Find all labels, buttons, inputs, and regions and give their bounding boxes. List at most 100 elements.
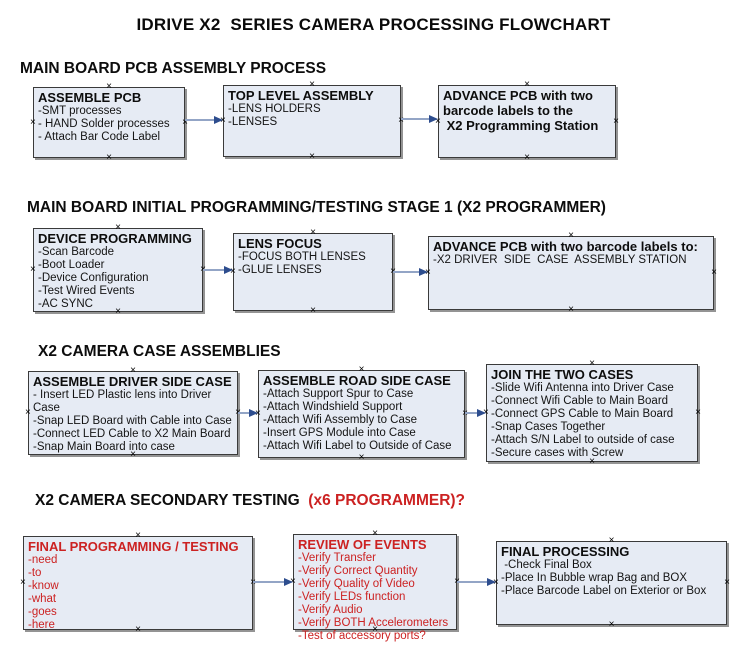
flow-step-item: -Connect GPS Cable to Main Board <box>491 408 674 420</box>
connection-point-icon: × <box>106 152 112 163</box>
flow-step-item: -LENS HOLDERS <box>228 103 321 115</box>
flow-step-item: -to <box>28 567 42 579</box>
flow-step-item: -Verify BOTH Accelerometers <box>298 617 449 629</box>
box-title: FINAL PROGRAMMING / TESTING <box>28 539 239 554</box>
box-title: LENS FOCUS <box>238 236 322 251</box>
connection-point-icon: × <box>613 115 619 127</box>
arrowhead-icon <box>487 578 496 586</box>
flow-step-item: -Place Barcode Label on Exterior or Box <box>501 585 707 597</box>
flow-step-item: -goes <box>28 606 57 618</box>
connection-point-icon: × <box>25 407 31 418</box>
flow-step-item: -know <box>28 580 59 592</box>
box-title: FINAL PROCESSING <box>501 544 630 559</box>
flow-arrow <box>238 408 258 418</box>
connection-point-icon: × <box>30 264 36 275</box>
flow-box-final-programming-testing: FINAL PROGRAMMING / TESTING -need -to -k… <box>20 531 256 635</box>
flow-box-lens-focus: LENS FOCUS -FOCUS BOTH LENSES -GLUE LENS… <box>230 228 396 316</box>
arrowhead-icon <box>224 266 233 274</box>
flow-arrow <box>253 577 293 587</box>
box-title: REVIEW OF EVENTS <box>298 537 427 552</box>
flow-step-item: -Attach Wifi Assembly to Case <box>263 414 418 426</box>
connection-point-icon: × <box>20 577 26 588</box>
flow-step-item: -Insert GPS Module into Case <box>263 427 416 439</box>
flow-step-item: -GLUE LENSES <box>238 264 322 276</box>
flow-box-advance-pcb-programming-station: ADVANCE PCB with two barcode labels to t… <box>435 80 619 163</box>
flow-step-item: -Verify Quality of Video <box>298 578 415 590</box>
section-heading-pcb-assembly: MAIN BOARD PCB ASSEMBLY PROCESS <box>20 60 327 77</box>
flow-box-assemble-driver-side-case: ASSEMBLE DRIVER SIDE CASE - Insert LED P… <box>25 366 241 460</box>
flow-step-item: - Insert LED Plastic lens into Driver Ca… <box>33 389 215 414</box>
section-heading-case-assemblies: X2 CAMERA CASE ASSEMBLIES <box>38 343 281 360</box>
flow-box-assemble-pcb: ASSEMBLE PCB -SMT processes - HAND Solde… <box>30 82 188 163</box>
flow-arrow <box>401 114 438 124</box>
flow-step-item: -Place In Bubble wrap Bag and BOX <box>501 572 688 584</box>
flow-step-item: -Scan Barcode <box>38 246 115 258</box>
flow-step-item: -Verify LEDs function <box>298 591 406 603</box>
section-heading-secondary-testing: X2 CAMERA SECONDARY TESTING (x6 PROGRAMM… <box>35 492 465 510</box>
flow-box-join-two-cases: JOIN THE TWO CASES -Slide Wifi Antenna i… <box>483 359 701 467</box>
flow-step-item: -here <box>28 619 55 631</box>
flow-step-item: -Device Configuration <box>38 272 149 284</box>
flow-arrow <box>185 115 223 125</box>
box-title: ASSEMBLE PCB <box>38 90 142 105</box>
flow-box-top-level-assembly: TOP LEVEL ASSEMBLY -LENS HOLDERS -LENSES… <box>220 80 404 162</box>
flow-arrow <box>457 577 496 587</box>
flow-step-item: -Slide Wifi Antenna into Driver Case <box>491 382 674 394</box>
flow-step-item: -Snap Cases Together <box>491 421 606 433</box>
connection-point-icon: × <box>30 116 36 128</box>
connection-point-icon: × <box>724 577 730 588</box>
flow-box-final-processing: FINAL PROCESSING -Check Final Box -Place… <box>493 536 730 630</box>
flow-step-item: -Verify Correct Quantity <box>298 565 418 577</box>
flow-step-item: -FOCUS BOTH LENSES <box>238 251 366 263</box>
flow-arrow <box>465 408 486 418</box>
flow-box-review-of-events: REVIEW OF EVENTS -Verify Transfer -Verif… <box>290 529 460 643</box>
box-title: JOIN THE TWO CASES <box>491 367 634 382</box>
flow-box-advance-pcb-case-assembly: ADVANCE PCB with two barcode labels to: … <box>425 231 717 315</box>
flow-step-item: -LENSES <box>228 116 278 128</box>
connection-point-icon: × <box>568 304 574 315</box>
flow-step-item: -Connect Wifi Cable to Main Board <box>491 395 669 407</box>
flow-step-item: -Attach Windshield Support <box>263 401 403 413</box>
box-title: TOP LEVEL ASSEMBLY <box>228 88 374 103</box>
arrowhead-icon <box>419 268 428 276</box>
box-title: ASSEMBLE ROAD SIDE CASE <box>263 373 451 388</box>
flow-step-item: -Secure cases with Screw <box>491 447 624 459</box>
connection-point-icon: × <box>524 152 530 163</box>
flow-step-item: - Attach Bar Code Label <box>38 131 161 143</box>
connection-point-icon: × <box>695 407 701 418</box>
flow-step-item: -Test Wired Events <box>38 285 135 297</box>
flow-arrow <box>393 267 428 277</box>
flow-step-item: -Test of accessory ports? <box>298 630 426 642</box>
flow-box-device-programming: DEVICE PROGRAMMING -Scan Barcode -Boot L… <box>30 223 206 317</box>
flow-step-item: -need <box>28 554 58 566</box>
flow-step-item: - HAND Solder processes <box>38 118 170 130</box>
flow-step-item: -Check Final Box <box>501 559 592 571</box>
flow-step-item: -X2 DRIVER SIDE CASE ASSEMBLY STATION <box>433 254 687 266</box>
arrowhead-icon <box>477 409 486 417</box>
flow-arrow <box>203 265 233 275</box>
box-title: ASSEMBLE DRIVER SIDE CASE <box>33 374 232 389</box>
flow-step-item: -Boot Loader <box>38 259 105 271</box>
flow-step-item: -what <box>28 593 57 605</box>
connection-point-icon: × <box>711 267 717 278</box>
flow-step-item: -AC SYNC <box>38 298 93 310</box>
arrowhead-icon <box>429 115 438 123</box>
flow-step-item: -Snap LED Board with Cable into Case <box>33 415 232 427</box>
section-heading-initial-programming: MAIN BOARD INITIAL PROGRAMMING/TESTING S… <box>27 199 606 216</box>
connection-point-icon: × <box>608 619 615 630</box>
flow-step-item: -Connect LED Cable to X2 Main Board <box>33 428 231 440</box>
flow-step-item: -Attach S/N Label to outside of case <box>491 434 675 446</box>
box-title: ADVANCE PCB with two barcode labels to: <box>433 239 698 254</box>
flow-step-item: -Verify Transfer <box>298 552 376 564</box>
flow-step-item: -Attach Support Spur to Case <box>263 388 414 400</box>
connection-point-icon: × <box>358 452 365 463</box>
page-title: IDRIVE X2 SERIES CAMERA PROCESSING FLOWC… <box>136 15 611 34</box>
flow-step-item: -Snap Main Board into case <box>33 441 175 453</box>
flow-box-assemble-road-side-case: ASSEMBLE ROAD SIDE CASE -Attach Support … <box>255 365 468 463</box>
box-title: ADVANCE PCB with two barcode labels to t… <box>443 88 599 133</box>
connection-point-icon: × <box>310 305 316 316</box>
flow-step-item: -SMT processes <box>38 105 122 117</box>
section-heading-text: X2 CAMERA SECONDARY TESTING <box>35 492 309 509</box>
arrowhead-icon <box>249 409 258 417</box>
